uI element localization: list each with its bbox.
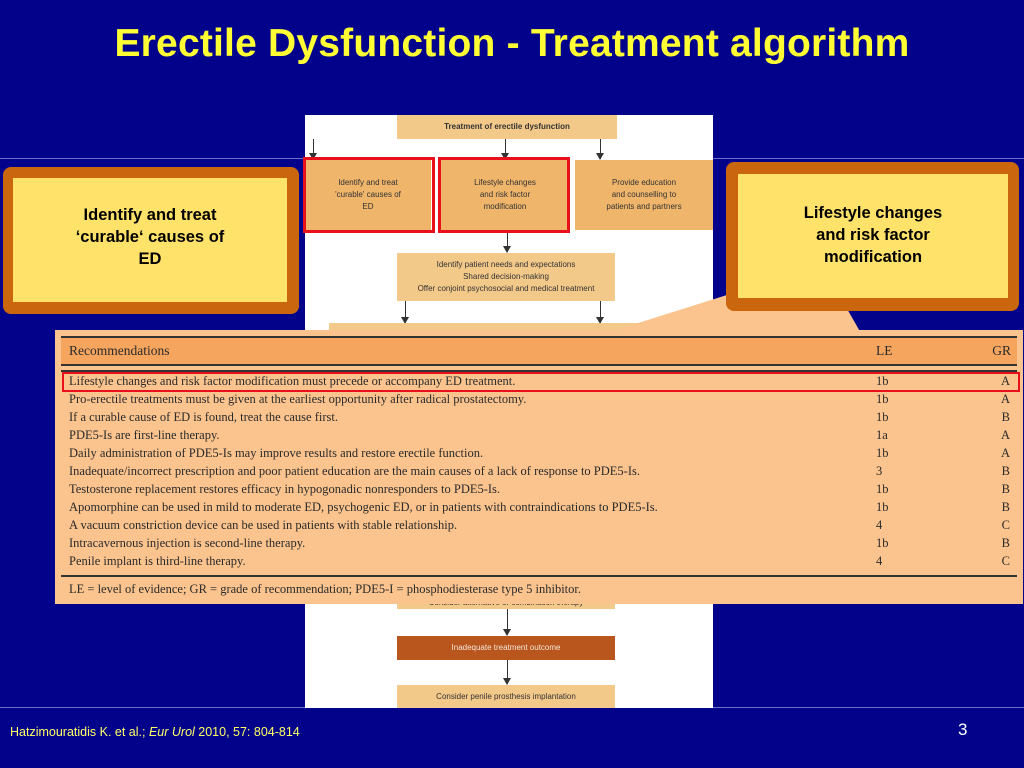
- table-row: If a curable cause of ED is found, treat…: [61, 408, 1017, 426]
- row-text: Penile implant is third-line therapy.: [69, 554, 246, 568]
- flow-arrow: [401, 301, 409, 324]
- citation-journal: Eur Urol: [148, 725, 195, 739]
- row-le: 1b: [876, 392, 889, 406]
- row-text: Daily administration of PDE5-Is may impr…: [69, 446, 484, 460]
- highlight-box-identify: [303, 157, 435, 233]
- row-le: 3: [876, 464, 883, 478]
- flow-box-needs: Identify patient needs and expectations …: [397, 253, 615, 301]
- flow-arrow: [501, 139, 509, 160]
- row-le: 1b: [876, 374, 889, 388]
- callout-right-text: Lifestyle changes and risk factor modifi…: [738, 174, 1008, 298]
- row-gr: C: [1001, 554, 1010, 568]
- row-text: Inadequate/incorrect prescription and po…: [69, 464, 640, 478]
- flow-box-identify: Identify and treat 'curable' causes of E…: [305, 160, 431, 230]
- table-row: Inadequate/incorrect prescription and po…: [61, 462, 1017, 480]
- table-header: Recommendations LE GR: [61, 336, 1017, 366]
- row-text: Pro-erectile treatments must be given at…: [69, 392, 527, 406]
- flow-box-lifestyle: Lifestyle changes and risk factor modifi…: [441, 160, 569, 230]
- flow-arrow: [503, 660, 511, 685]
- table-row: Intracavernous injection is second-line …: [61, 534, 1017, 552]
- row-gr: B: [1001, 482, 1010, 496]
- table-row: Daily administration of PDE5-Is may impr…: [61, 444, 1017, 462]
- row-le: 1b: [876, 482, 889, 496]
- header-recommendations: Recommendations: [69, 343, 170, 358]
- flow-arrow: [503, 232, 511, 253]
- page-number: 3: [958, 720, 968, 739]
- row-gr: B: [1001, 536, 1010, 550]
- row-le: 1a: [876, 428, 888, 442]
- table-row: Testosterone replacement restores effica…: [61, 480, 1017, 498]
- table-row: PDE5-Is are first-line therapy. 1a A: [61, 426, 1017, 444]
- table-row: Lifestyle changes and risk factor modifi…: [61, 372, 1017, 390]
- recommendations-table: Recommendations LE GR Lifestyle changes …: [55, 330, 1023, 604]
- flow-box-education: Provide education and counselling to pat…: [575, 160, 713, 230]
- highlight-box-lifestyle: [438, 157, 570, 233]
- row-le: 4: [876, 518, 883, 532]
- row-text: PDE5-Is are first-line therapy.: [69, 428, 220, 442]
- table-row: A vacuum constriction device can be used…: [61, 516, 1017, 534]
- flow-arrow: [309, 139, 317, 160]
- citation: Hatzimouratidis K. et al.; Eur Urol 2010…: [10, 725, 300, 739]
- table-rule: [61, 370, 1017, 372]
- flow-arrow: [596, 139, 604, 160]
- flow-arrow: [596, 301, 604, 324]
- row-text: Testosterone replacement restores effica…: [69, 482, 501, 496]
- flow-arrow: [503, 609, 511, 636]
- row-text: A vacuum constriction device can be used…: [69, 518, 458, 532]
- row-le: 1b: [876, 446, 889, 460]
- citation-authors: Hatzimouratidis K. et al.;: [10, 725, 149, 739]
- row-gr: B: [1001, 464, 1010, 478]
- row-gr: A: [1000, 446, 1010, 460]
- header-le: LE: [876, 343, 893, 358]
- row-le: 1b: [876, 410, 889, 424]
- table-row: Apomorphine can be used in mild to moder…: [61, 498, 1017, 516]
- table-row: Pro-erectile treatments must be given at…: [61, 390, 1017, 408]
- row-gr: B: [1001, 410, 1010, 424]
- flow-box-treatment: Treatment of erectile dysfunction: [397, 115, 617, 139]
- flow-box-prosthesis: Consider penile prosthesis implantation: [397, 685, 615, 708]
- header-gr: GR: [992, 343, 1011, 358]
- table-rule: [61, 575, 1017, 577]
- table-row: Penile implant is third-line therapy. 4 …: [61, 552, 1017, 570]
- callout-left-text: Identify and treat ‘curable‘ causes of E…: [13, 178, 287, 302]
- row-gr: C: [1001, 518, 1010, 532]
- row-le: 1b: [876, 500, 889, 514]
- row-text: Apomorphine can be used in mild to moder…: [69, 500, 658, 514]
- row-gr: A: [1000, 428, 1010, 442]
- row-gr: A: [1000, 374, 1010, 388]
- citation-details: 2010, 57: 804-814: [194, 725, 300, 739]
- table-footnote: LE = level of evidence; GR = grade of re…: [69, 582, 581, 596]
- row-gr: A: [1000, 392, 1010, 406]
- row-gr: B: [1001, 500, 1010, 514]
- row-text: If a curable cause of ED is found, treat…: [69, 410, 338, 424]
- row-text: Intracavernous injection is second-line …: [69, 536, 306, 550]
- row-le: 4: [876, 554, 883, 568]
- highlight-row-lifestyle: [62, 372, 1020, 392]
- row-le: 1b: [876, 536, 889, 550]
- row-text: Lifestyle changes and risk factor modifi…: [69, 374, 516, 388]
- flow-box-options: [329, 323, 689, 333]
- flow-box-inadequate: Inadequate treatment outcome: [397, 636, 615, 660]
- slide-title: Erectile Dysfunction - Treatment algorit…: [114, 22, 910, 65]
